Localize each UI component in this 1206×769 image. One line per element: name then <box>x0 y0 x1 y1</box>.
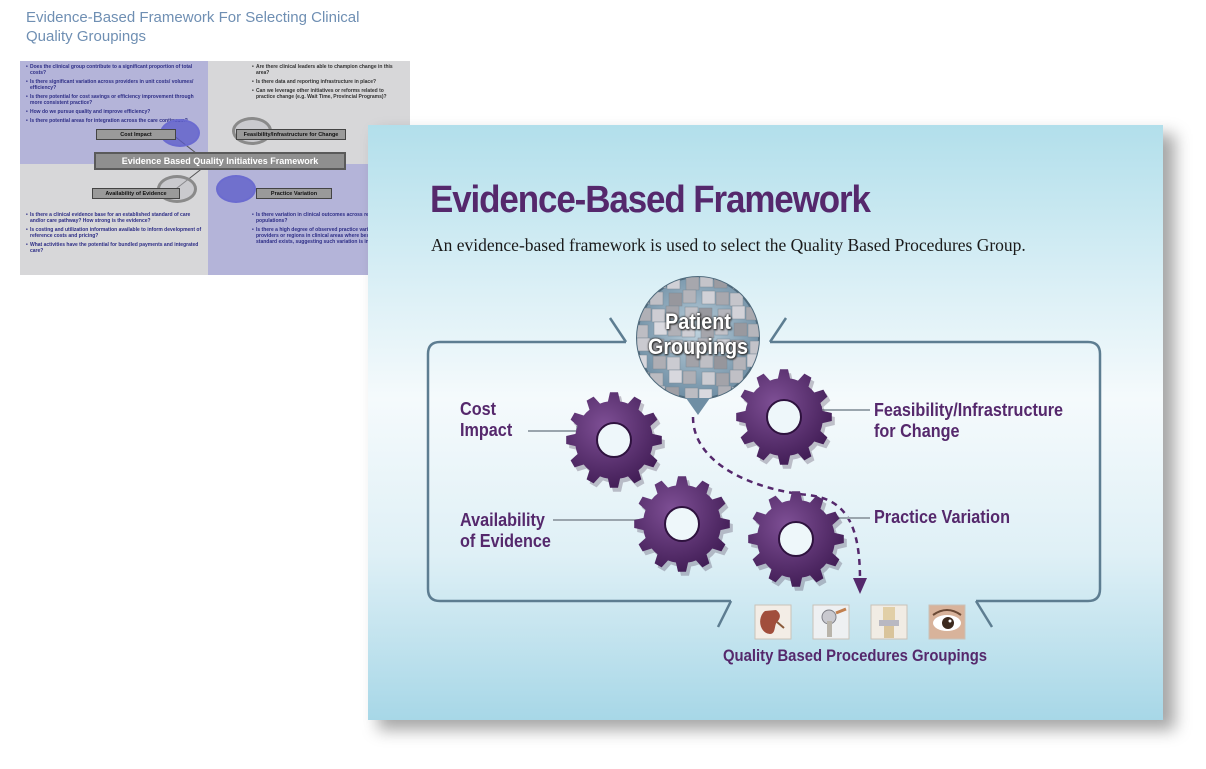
framework-slide: Evidence-Based Framework An evidence-bas… <box>368 125 1163 720</box>
procedures-groupings-label: Quality Based Procedures Groupings <box>723 647 987 666</box>
availability-label: Availability of Evidence <box>460 510 551 552</box>
hub-tile <box>653 275 666 288</box>
hub-tile <box>718 386 731 399</box>
hub-tile <box>702 291 715 304</box>
flow-arrowhead-icon <box>853 578 867 594</box>
gear-hole <box>597 423 631 457</box>
availability-box: Availability of Evidence <box>92 188 180 199</box>
question-item: Is there data and reporting infrastructu… <box>252 79 404 85</box>
gear-hole <box>665 507 699 541</box>
hub-label-line2: Groupings <box>637 334 759 359</box>
hub-tile <box>650 292 663 305</box>
gear-hole <box>767 400 801 434</box>
question-item: Is there a clinical evidence base for an… <box>26 212 202 224</box>
practice-variation-gear-icon <box>748 491 847 591</box>
question-item: Can we leverage other initiatives or ref… <box>252 88 404 100</box>
frame-arrow-tip <box>976 601 992 627</box>
feasibility-box: Feasibility/Infrastructure for Change <box>236 129 346 140</box>
label-line: Cost <box>460 399 512 420</box>
hub-label: Patient Groupings <box>637 309 759 359</box>
question-item: Is costing and utilization information a… <box>26 227 202 239</box>
question-item: Is there significant variation across pr… <box>26 79 202 91</box>
question-item: How do we pursue quality and improve eff… <box>26 109 202 115</box>
feasibility-gear-icon <box>736 369 835 469</box>
hub-tile <box>749 290 762 303</box>
hub-pointer <box>686 398 710 415</box>
hub-tile <box>686 277 699 290</box>
cost-impact-gear-icon <box>566 392 665 492</box>
hub-tile <box>700 274 713 287</box>
practice-variation-circle <box>216 175 256 203</box>
label-line: of Evidence <box>460 531 551 552</box>
hip-joint-icon <box>813 605 849 639</box>
hub-tile <box>636 372 649 385</box>
hub-tile <box>733 276 746 289</box>
label-line: Feasibility/Infrastructure <box>874 400 1063 421</box>
feasibility-label: Feasibility/Infrastructure for Change <box>874 400 1063 442</box>
question-item: Is there potential for cost savings or e… <box>26 94 202 106</box>
cost-impact-box: Cost Impact <box>96 129 176 140</box>
hub-tile <box>716 373 729 386</box>
frame-arrow-tip <box>718 601 731 627</box>
question-item: What activities have the potential for b… <box>26 242 202 254</box>
hub-tile <box>683 371 696 384</box>
frame-arrow-tip <box>770 318 786 342</box>
practice-variation-box: Practice Variation <box>256 188 332 199</box>
hub-label-line1: Patient <box>637 309 759 334</box>
page-title: Evidence-Based Framework For Selecting C… <box>26 8 406 46</box>
hub-tile <box>747 277 760 290</box>
hub-tile <box>714 275 727 288</box>
label-line: Availability <box>460 510 551 531</box>
cost-impact-quadrant: Does the clinical group contribute to a … <box>20 61 208 164</box>
framework-label: Evidence Based Quality Initiatives Frame… <box>94 152 346 170</box>
eye-icon <box>929 605 965 639</box>
framework-thumbnail: Does the clinical group contribute to a … <box>20 61 410 275</box>
question-item: Does the clinical group contribute to a … <box>26 64 202 76</box>
cost-impact-label: Cost Impact <box>460 399 512 441</box>
hub-tile <box>634 274 647 287</box>
practice-variation-label: Practice Variation <box>874 507 1010 528</box>
kidney-icon <box>755 605 791 639</box>
knee-joint-icon <box>871 605 907 639</box>
hub-tile <box>683 290 696 303</box>
question-item: Are there clinical leaders able to champ… <box>252 64 404 76</box>
hub-tile <box>730 370 743 383</box>
label-line: Impact <box>460 420 512 441</box>
hub-tile <box>716 292 729 305</box>
hub-tile <box>669 293 682 306</box>
hub-tile <box>667 276 680 289</box>
hub-tile <box>652 386 665 399</box>
hub-tile <box>702 372 715 385</box>
gear-hole <box>779 522 813 556</box>
availability-gear-icon <box>634 476 733 576</box>
hub-tile <box>730 293 743 306</box>
label-line: for Change <box>874 421 1063 442</box>
label-line: Practice Variation <box>874 507 1010 528</box>
hub-tile <box>669 370 682 383</box>
frame-arrow-tip <box>610 318 626 342</box>
hub-tile <box>636 291 649 304</box>
